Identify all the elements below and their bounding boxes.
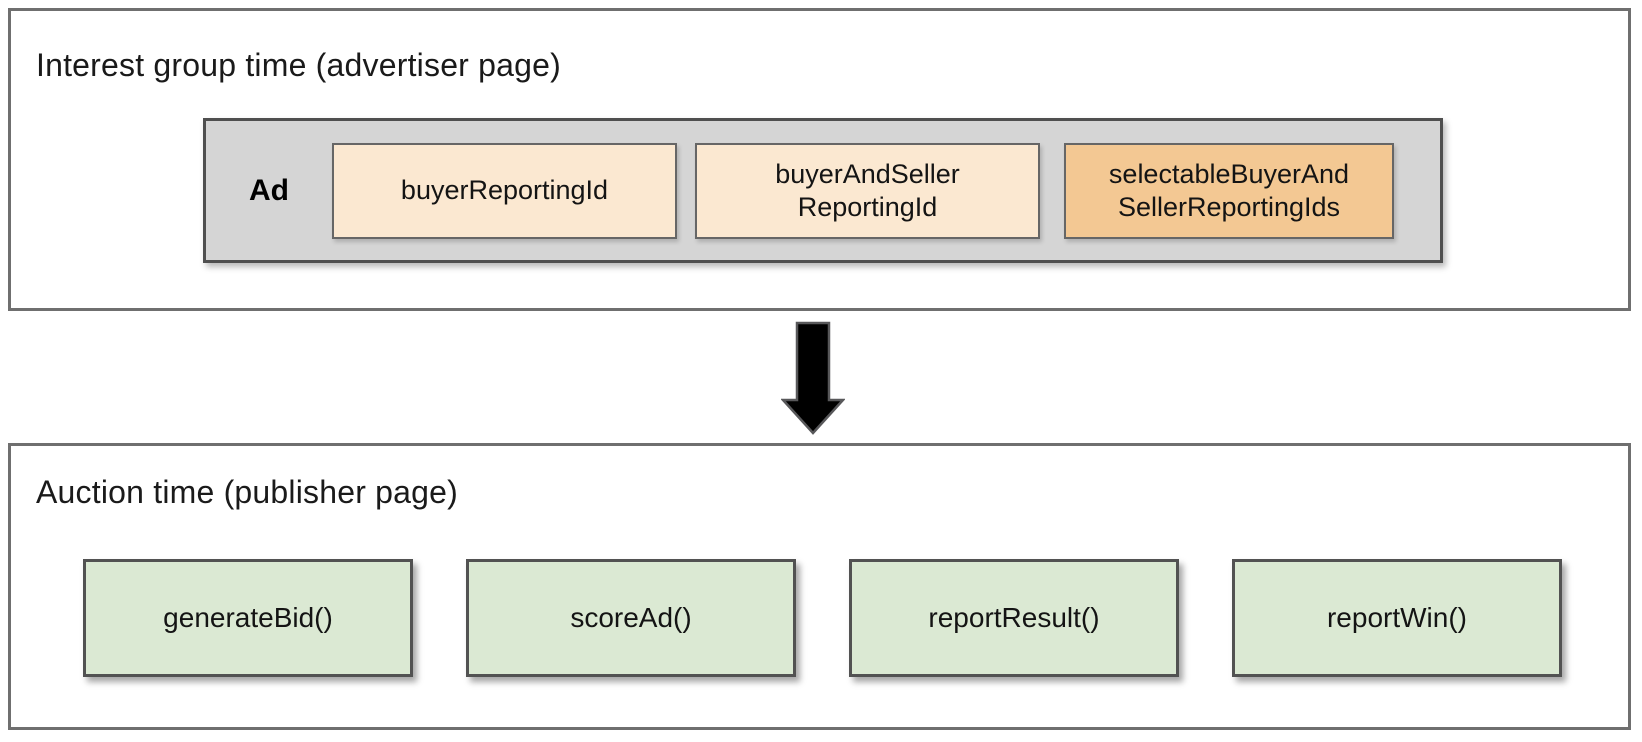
report-win-box: reportWin() [1232,559,1562,677]
buyer-and-seller-reporting-id-box: buyerAndSeller ReportingId [695,142,1040,239]
ad-label: Ad [249,173,289,207]
buyer-reporting-id-box: buyerReportingId [332,142,677,239]
generate-bid-box: generateBid() [83,559,413,677]
selectable-buyer-and-seller-reporting-ids-box: selectableBuyerAnd SellerReportingIds [1064,142,1394,239]
ad-container: Ad buyerReportingId buyerAndSeller Repor… [203,118,1443,263]
interest-group-time-section: Interest group time (advertiser page) Ad… [8,8,1631,311]
auction-functions-row: generateBid() scoreAd() reportResult() r… [83,559,1562,677]
interest-group-time-title: Interest group time (advertiser page) [36,47,561,83]
down-arrow-icon [781,321,845,435]
report-result-box: reportResult() [849,559,1179,677]
auction-time-section: Auction time (publisher page) generateBi… [8,443,1631,730]
score-ad-box: scoreAd() [466,559,796,677]
auction-time-title: Auction time (publisher page) [36,474,459,510]
